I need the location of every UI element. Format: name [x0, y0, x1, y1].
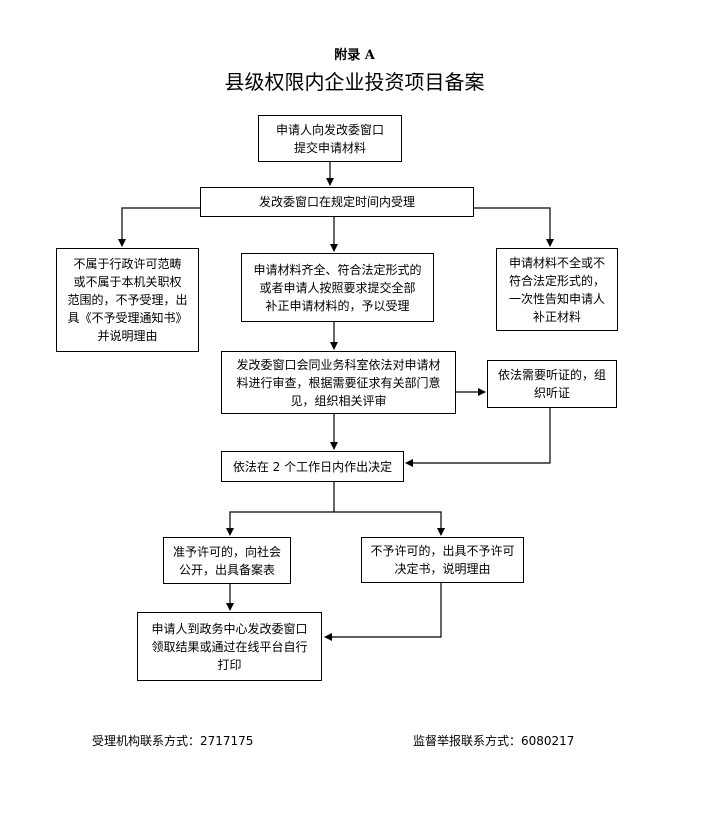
arrow-accept-to-reject: [118, 207, 200, 247]
supervision-info: 监督举报联系方式：6080217: [413, 734, 575, 748]
node-materials-complete: 申请材料齐全、符合法定形式的 或者申请人按照要求提交全部 补正申请材料的，予以受…: [241, 253, 434, 322]
arrow-hearing-to-decision: [405, 408, 551, 467]
node-materials-incomplete: 申请材料不全或不 符合法定形式的， 一次性告知申请人 补正材料: [496, 248, 618, 331]
arrow-decision-to-deny: [334, 511, 445, 536]
arrow-accept-to-incomplete: [474, 207, 554, 247]
node-review: 发改委窗口会同业务科室依法对申请材 料进行审查，根据需要征求有关部门意 见，组织…: [221, 351, 456, 414]
node-approve: 准予许可的，向社会 公开，出具备案表: [163, 537, 291, 584]
arrow-decision-to-approve: [226, 511, 334, 536]
node-deny: 不予许可的，出具不予许可 决定书，说明理由: [361, 537, 524, 583]
appendix-label: 附录 A: [334, 48, 375, 63]
node-not-accepted: 不属于行政许可范畴 或不属于本机关职权 范围的，不予受理，出 具《不予受理通知书…: [56, 248, 199, 352]
node-decision: 依法在 2 个工作日内作出决定: [221, 451, 404, 482]
node-submit-application: 申请人向发改委窗口 提交申请材料: [258, 115, 402, 162]
node-collect-result: 申请人到政务中心发改委窗口 领取结果或通过在线平台自行 打印: [137, 612, 322, 681]
node-hearing: 依法需要听证的，组 织听证: [487, 360, 617, 408]
arrow-deny-to-collect: [324, 583, 442, 641]
node-window-acceptance: 发改委窗口在规定时间内受理: [200, 187, 474, 217]
contact-info: 受理机构联系方式：2717175: [92, 734, 254, 748]
page-title: 县级权限内企业投资项目备案: [224, 70, 485, 94]
